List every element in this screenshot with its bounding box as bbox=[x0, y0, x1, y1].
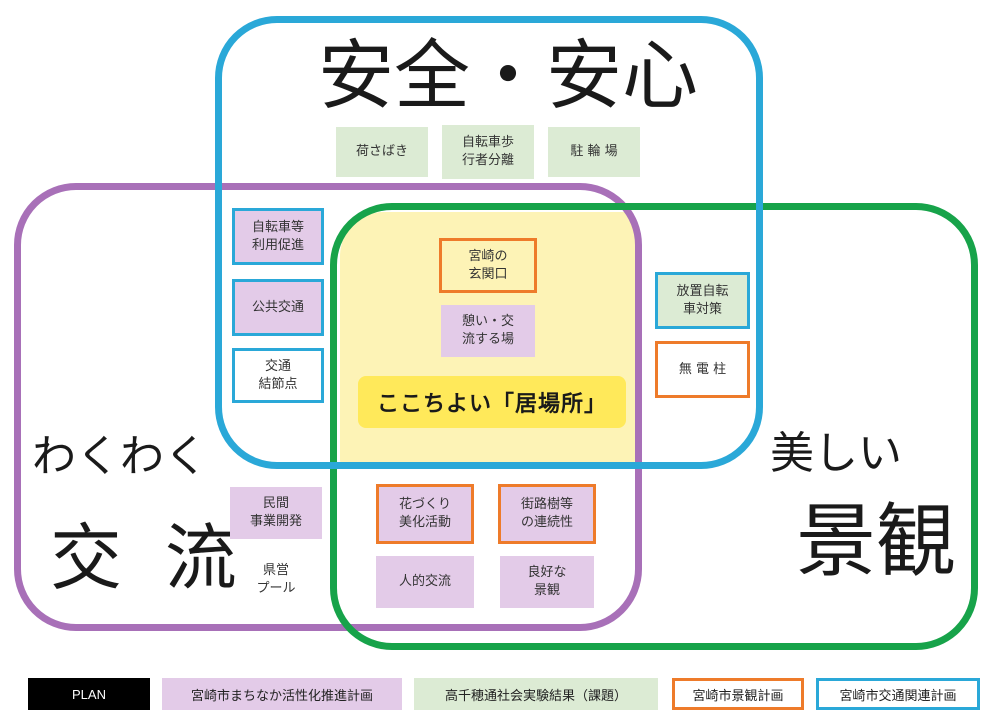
item-jitensha-sokushin: 自転車等 利用促進 bbox=[232, 208, 324, 265]
interaction-heading: 交 流 bbox=[50, 516, 247, 600]
landscape-heading: 景観 bbox=[796, 495, 956, 588]
core-label: ここちよい「居場所」 bbox=[358, 376, 626, 428]
item-genkanguchi: 宮崎の 玄関口 bbox=[439, 238, 537, 293]
legend-machinaka: 宮崎市まちなか活性化推進計画 bbox=[162, 678, 402, 710]
legend-keikan-keikaku: 宮崎市景観計画 bbox=[672, 678, 804, 710]
item-churinjo: 駐 輪 場 bbox=[548, 127, 640, 177]
item-jitensha-bunri: 自転車歩 行者分離 bbox=[442, 125, 534, 179]
item-minkan-jigyo: 民間 事業開発 bbox=[230, 487, 322, 539]
landscape-subheading: 美しい bbox=[770, 428, 902, 479]
legend-kotsu-keikaku: 宮崎市交通関連計画 bbox=[816, 678, 980, 710]
item-kenei-pool: 県営 プール bbox=[256, 563, 296, 596]
item-hochi-jitensha: 放置自転 車対策 bbox=[655, 272, 750, 329]
safety-heading: 安全・安心 bbox=[318, 31, 698, 120]
safety-circle bbox=[215, 16, 763, 469]
item-jinteki-koryu: 人的交流 bbox=[376, 556, 474, 608]
item-kokyo-kotsu: 公共交通 bbox=[232, 279, 324, 336]
item-gairoju: 街路樹等 の連続性 bbox=[498, 484, 596, 544]
legend-takachiho: 高千穂通社会実験結果（課題） bbox=[414, 678, 658, 710]
item-nisabaki: 荷さばき bbox=[336, 127, 428, 177]
interaction-circle bbox=[14, 183, 642, 631]
item-hanazukuri: 花づくり 美化活動 bbox=[376, 484, 474, 544]
item-kotsu-kessetsuten: 交通 結節点 bbox=[232, 348, 324, 403]
landscape-circle bbox=[330, 203, 978, 650]
item-mudenchu: 無 電 柱 bbox=[655, 341, 750, 398]
item-ryokou-keikan: 良好な 景観 bbox=[500, 556, 594, 608]
legend-plan-label: PLAN bbox=[28, 678, 150, 710]
item-ikoi: 憩い・交 流する場 bbox=[441, 305, 535, 357]
interaction-subheading: わくわく bbox=[32, 431, 208, 482]
